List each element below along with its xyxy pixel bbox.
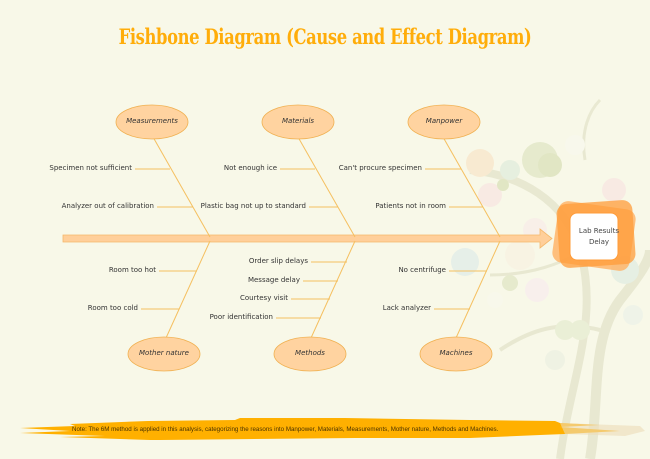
category-label-measurements: Measurements — [126, 117, 178, 125]
ellipse-materials[interactable] — [261, 104, 335, 140]
bone-manpower — [442, 136, 501, 238]
cause-label: Room too cold — [87, 304, 138, 312]
bone-materials — [297, 136, 356, 238]
cause-label: Lack analyzer — [382, 304, 431, 312]
cause-label: Order slip delays — [248, 257, 308, 265]
ellipse-machines[interactable] — [419, 336, 493, 372]
cause-label: Poor identification — [209, 313, 273, 321]
page-title: Fishbone Diagram (Cause and Effect Diagr… — [118, 24, 532, 49]
cause-label: No centrifuge — [398, 266, 446, 274]
cause-label: Can't procure specimen — [338, 164, 422, 172]
effect-label-line1: Lab Results — [578, 227, 620, 235]
bone-mother-nature — [165, 240, 211, 339]
category-label-methods: Methods — [295, 349, 325, 357]
tree-decoration — [451, 98, 650, 459]
cause-label: Message delay — [247, 276, 300, 284]
bone-machines — [455, 240, 501, 339]
ellipse-manpower[interactable] — [407, 104, 481, 140]
cause-label: Courtesy visit — [240, 294, 288, 302]
cause-label: Patients not in room — [375, 202, 446, 210]
category-label-materials: Materials — [281, 117, 315, 125]
category-label-manpower: Manpower — [425, 117, 463, 125]
ellipse-measurements[interactable] — [115, 104, 189, 140]
note-banner — [20, 418, 620, 440]
cause-label: Plastic bag not up to standard — [200, 202, 306, 210]
note-banner-tail — [560, 423, 645, 436]
cause-label: Analyzer out of calibration — [61, 202, 154, 210]
spine-arrow — [62, 228, 553, 249]
bone-measurements — [152, 136, 211, 238]
note-text: Note: The 6M method is applied in this a… — [72, 426, 499, 433]
effect-box[interactable] — [551, 199, 637, 272]
ellipse-mother-nature[interactable] — [127, 336, 201, 372]
effect-label-line2: Delay — [588, 238, 610, 246]
cause-label: Not enough ice — [223, 164, 277, 172]
ellipse-methods[interactable] — [273, 336, 347, 372]
category-label-machines: Machines — [439, 349, 473, 357]
bone-methods — [310, 240, 356, 339]
effect-label: Lab Results Delay — [572, 226, 626, 248]
category-label-mother-nature: Mother nature — [138, 349, 189, 357]
cause-label: Specimen not sufficient — [49, 164, 132, 172]
cause-label: Room too hot — [108, 266, 156, 274]
